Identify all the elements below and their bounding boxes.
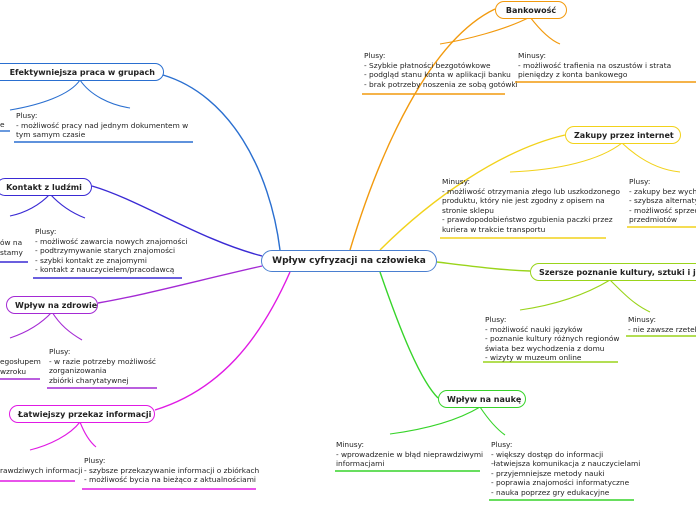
note-bankowosc-minusy: Minusy: - możliwość trafienia na oszustó… [518, 51, 671, 80]
note-zakupy-minusy: Minusy: - możliwość otrzymania złego lub… [442, 177, 620, 235]
branch-connector-kontakt [91, 185, 263, 257]
note-line: przedmiotów [629, 215, 678, 225]
note-bankowosc-plusy: Plusy: - Szybkie płatności bezgotówkowe … [364, 51, 518, 89]
note-informacja-left: rawdziwych informacji [0, 466, 82, 476]
note-line: - możliwość nauki języków [485, 324, 583, 334]
note-line: informacjami [336, 459, 385, 469]
note-line: - przyjemniejsze metody nauki [491, 468, 605, 478]
note-nauka-minusy: Minusy: - wprowadzenie w błąd nieprawdzi… [336, 440, 483, 469]
note-informacja-plusy: Plusy: - szybsze przekazywanie informacj… [84, 456, 259, 485]
note-line: wzroku [0, 366, 27, 376]
central-topic[interactable]: Wpływ cyfryzacji na człowieka [261, 250, 437, 272]
branch-connector-zdrowie [97, 265, 263, 304]
note-line: kuriera w trakcie transportu [442, 224, 546, 234]
note-line: - większy dostęp do informacji [491, 449, 604, 459]
note-line: - poprawia znajomości informatyczne [491, 478, 630, 488]
note-line: stronie sklepu [442, 205, 494, 215]
note-line: Minusy: [336, 440, 364, 449]
note-line: - możliwość zawarcia nowych znajomości [35, 236, 188, 246]
note-line: - wprowadzenie w błąd nieprawdziwymi [336, 449, 484, 459]
branch-connector-informacja [154, 271, 291, 411]
note-kontakt-left: ów na stamy [0, 238, 23, 257]
note-line: pieniędzy z konta bankowego [518, 70, 628, 80]
note-line: - możliwość bycia na bieżąco z aktualnoś… [84, 475, 256, 485]
note-line: Plusy: [35, 227, 57, 236]
note-line: Plusy: [364, 51, 386, 60]
branch-connector-bankowosc [349, 8, 496, 251]
note-line: - zakupy bez wychodzenia [629, 186, 696, 196]
note-line: Plusy: [84, 456, 106, 465]
note-zakupy-plusy: Plusy: - zakupy bez wychodzenia - szybsz… [629, 177, 696, 225]
topic-kultura[interactable]: Szersze poznanie kultury, sztuki i język… [530, 263, 696, 281]
note-line: - szybsza alternatywa [629, 196, 696, 206]
note-line: Plusy: [491, 440, 513, 449]
note-line: e [0, 120, 5, 129]
subbranch-connector-nauka [389, 406, 506, 436]
note-line: produktu, który nie jest zgodny z opisem… [442, 196, 605, 206]
subbranch-connector-bankowosc [439, 16, 561, 45]
note-zdrowie-plusy: Plusy: - w razie potrzeby możliwość zorg… [49, 347, 156, 385]
note-line: egosłupem [0, 357, 41, 366]
note-line: Minusy: [518, 51, 546, 60]
note-line: - kontakt z nauczycielem/pracodawcą [35, 265, 175, 275]
subbranch-connector-zakupy [509, 142, 681, 173]
note-zdrowie-left: egosłupem wzroku [0, 357, 41, 376]
note-line: - nie zawsze rzetelne [628, 324, 696, 334]
note-line: - podgląd stanu konta w aplikacji banku [364, 70, 511, 80]
note-line: - poznanie kultury różnych regionów [485, 334, 620, 344]
note-line: zbiórki charytatywnej [49, 375, 129, 385]
note-line: świata bez wychodzenia z domu [485, 343, 605, 353]
branch-connector-praca [162, 74, 281, 251]
topic-zakupy[interactable]: Zakupy przez internet [565, 126, 681, 144]
note-line: - podtrzymywanie starych znajomości [35, 246, 176, 256]
note-line: - prawdopodobieństwo zgubienia paczki pr… [442, 215, 613, 225]
note-line: - wizyty w muzeum online [485, 353, 582, 363]
note-nauka-plusy: Plusy: - większy dostęp do informacji -ł… [491, 440, 640, 498]
note-praca-plusy: Plusy: - możliwość pracy nad jednym doku… [16, 111, 188, 140]
subbranch-connector-informacja [29, 421, 97, 451]
note-line: Plusy: [629, 177, 651, 186]
note-line: tym samym czasie [16, 130, 86, 140]
subbranch-connector-zdrowie [9, 311, 83, 341]
topic-zdrowie[interactable]: Wpływ na zdrowie [6, 296, 98, 314]
note-line: -łatwiejsza komunikacja z nauczycielami [491, 459, 641, 469]
topic-praca[interactable]: Efektywniejsza praca w grupach [0, 63, 164, 81]
note-line: - brak potrzeby noszenia ze sobą gotówki [364, 79, 518, 89]
subbranch-connector-kontakt [9, 193, 86, 219]
note-line: - w razie potrzeby możliwość [49, 356, 156, 366]
note-praca-left: e [0, 120, 5, 130]
topic-bankowosc[interactable]: Bankowość [495, 1, 567, 19]
branch-connector-zakupy [379, 134, 566, 251]
note-line: - możliwość sprzedaży [629, 205, 696, 215]
note-line: rawdziwych informacji [0, 466, 83, 475]
note-line: - możliwość pracy nad jednym dokumentem … [16, 120, 189, 130]
topic-nauka[interactable]: Wpływ na naukę [438, 390, 526, 408]
topic-informacja[interactable]: Łatwiejszy przekaz informacji [9, 405, 155, 423]
note-line: - możliwość otrzymania złego lub uszkodz… [442, 186, 620, 196]
note-line: - szybki kontakt ze znajomymi [35, 255, 147, 265]
note-line: ów na [0, 238, 23, 247]
subbranch-connector-kultura [519, 279, 651, 313]
branch-connector-nauka [379, 271, 439, 399]
branch-connector-kultura [436, 261, 531, 272]
note-kontakt-plusy: Plusy: - możliwość zawarcia nowych znajo… [35, 227, 187, 275]
topic-kontakt[interactable]: Kontakt z ludźmi [0, 178, 92, 196]
note-line: Plusy: [485, 315, 507, 324]
note-line: zorganizowania [49, 366, 107, 376]
note-line: - nauka poprzez gry edukacyjne [491, 487, 610, 497]
note-kultura-minusy: Minusy: - nie zawsze rzetelne [628, 315, 696, 334]
note-line: Plusy: [49, 347, 71, 356]
subbranch-connector-praca [9, 79, 131, 111]
note-line: stamy [0, 247, 23, 257]
note-line: - szybsze przekazywanie informacji o zbi… [84, 465, 260, 475]
note-line: Plusy: [16, 111, 38, 120]
note-kultura-plusy: Plusy: - możliwość nauki języków - pozna… [485, 315, 619, 363]
note-line: Minusy: [442, 177, 470, 186]
note-line: Minusy: [628, 315, 656, 324]
note-line: - Szybkie płatności bezgotówkowe [364, 60, 491, 70]
note-line: - możliwość trafienia na oszustów i stra… [518, 60, 672, 70]
